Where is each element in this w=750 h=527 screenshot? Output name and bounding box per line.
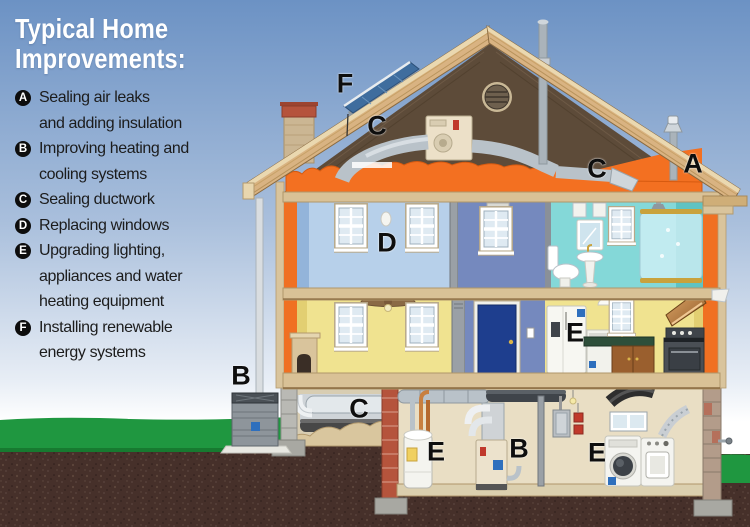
plumbing-stack [538,21,548,165]
second-floor [282,192,721,301]
legend-item-label: Sealing ductwork [39,191,155,208]
front-door [473,300,521,375]
roof [242,25,748,215]
bedroom-window [334,203,368,253]
kitchen-window [607,299,636,337]
kitchen-cabinet [611,345,655,374]
living-room-window [334,302,368,352]
attic [282,19,721,203]
stove [663,327,705,381]
legend-key-icon: B [15,141,31,157]
refrigerator [546,305,587,374]
foundation-wall-right [693,387,733,517]
legend: Typical Home Improvements: A Sealing air … [15,14,240,366]
wall-sconce [380,211,392,227]
pedestal-sink [576,244,604,288]
legend-key-icon: F [15,319,31,336]
attic-ducts [334,134,639,192]
living-room-window [405,302,439,352]
legend-key-icon: E [15,243,31,259]
legend-key-icon: A [15,90,31,106]
basement-ductwork [397,383,657,408]
electrical-panel [552,396,584,438]
hall-window [478,206,514,256]
shower [639,192,703,283]
legend-item-e: E Upgrading lighting,appliances and water… [15,238,240,315]
furnace [464,402,522,491]
mirror [576,219,604,251]
legend-key-icon: C [15,192,31,208]
washer [604,435,642,487]
gable-vent-icon [482,82,512,112]
brick-pier [374,385,408,515]
water-heater [403,390,433,489]
legend-item-d: D Replacing windows [15,213,240,239]
bath-window [607,206,636,246]
solar-panel-icon [343,60,420,137]
legend-item-label: Replacing windows [39,216,170,234]
first-floor [282,288,721,390]
air-handler [425,115,473,161]
toilet [547,245,580,288]
basement [271,383,733,517]
page-title: Typical Home Improvements: [15,14,204,74]
legend-key-icon: D [15,217,31,234]
bath-cabinet [592,202,607,218]
crawlspace-ducts [285,394,392,447]
hose-bib [718,437,733,445]
title-line-2: Improvements: [15,43,186,74]
attic-insulation-layer [285,148,703,195]
ac-condenser [220,392,292,454]
title-line-1: Typical Home [15,13,169,44]
basement-window [609,411,648,432]
bedroom-window [405,203,439,253]
legend-item-c: C Sealing ductwork [15,187,240,213]
exterior-vent-cap [711,288,730,303]
bath-cabinet [572,202,587,218]
dryer [640,404,691,487]
